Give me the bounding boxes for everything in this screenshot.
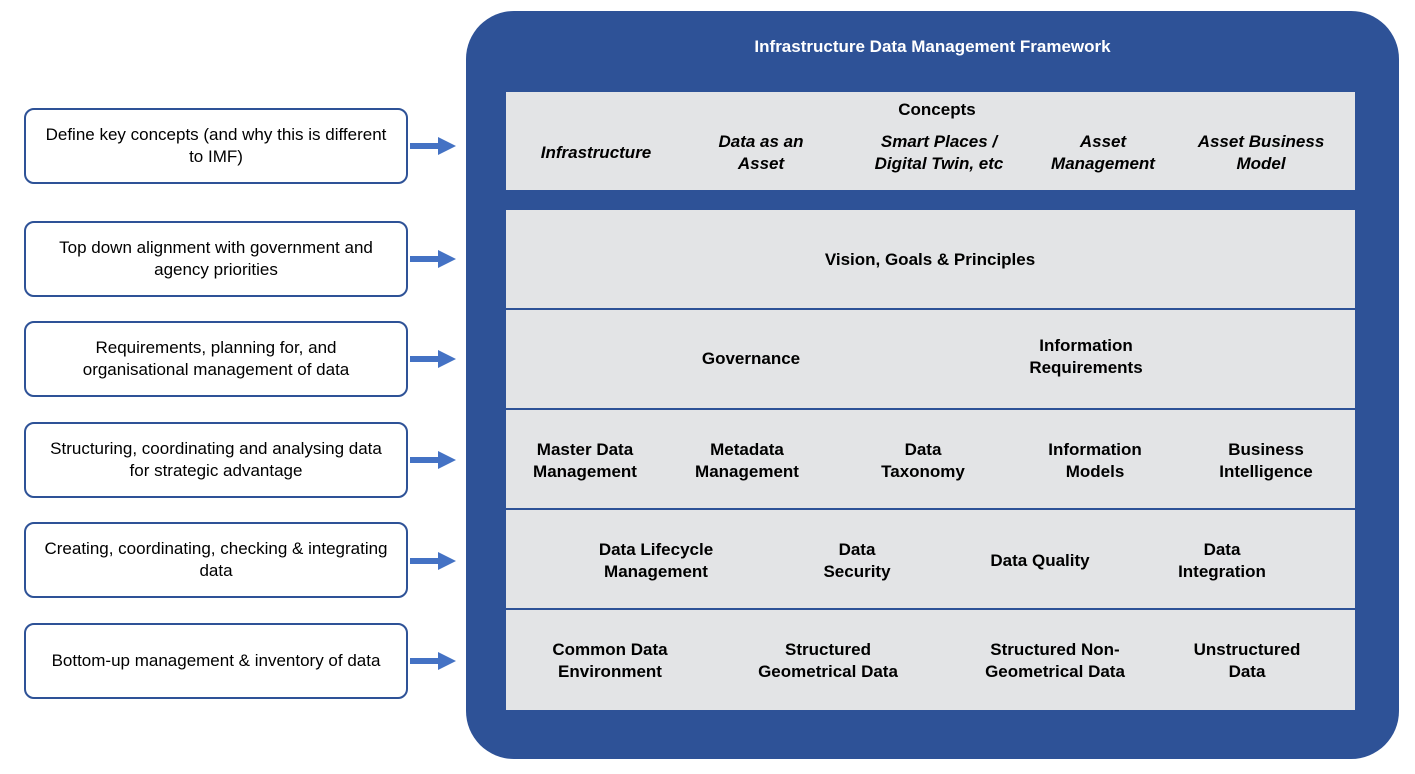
concept-smart-places: Smart Places /Digital Twin, etc [874, 132, 1004, 173]
layers-panel: Vision, Goals & Principles Governance In… [506, 210, 1355, 710]
descriptor-text: Define key concepts (and why this is dif… [45, 125, 387, 166]
governance: Governance [701, 349, 801, 368]
descriptor-text: Bottom-up management & inventory of data [51, 651, 381, 670]
arrow-right-icon [410, 451, 456, 469]
arrow-right-icon [410, 552, 456, 570]
arrow-right-icon [410, 137, 456, 155]
structured-non-geometrical-data: Structured Non-Geometrical Data [985, 640, 1125, 681]
concepts-title: Concepts [898, 100, 976, 119]
layer-vision: Vision, Goals & Principles [506, 210, 1355, 310]
data-quality: Data Quality [990, 551, 1090, 570]
descriptor-text: Structuring, coordinating and analysing … [50, 439, 382, 480]
framework-title: Infrastructure Data Management Framework [754, 37, 1111, 56]
descriptor-box-top-down: Top down alignment with government and a… [24, 221, 408, 297]
descriptor-text: Top down alignment with government and a… [59, 238, 373, 279]
vision-goals-principles: Vision, Goals & Principles [824, 250, 1036, 269]
arrow-right-icon [410, 350, 456, 368]
descriptor-box-bottom-up: Bottom-up management & inventory of data [24, 623, 408, 699]
descriptor-text: Requirements, planning for, and organisa… [82, 338, 350, 379]
descriptor-box-concepts: Define key concepts (and why this is dif… [24, 108, 408, 184]
descriptor-box-structuring: Structuring, coordinating and analysing … [24, 422, 408, 498]
descriptor-box-requirements: Requirements, planning for, and organisa… [24, 321, 408, 397]
concept-infrastructure: Infrastructure [540, 143, 652, 162]
arrow-right-icon [410, 652, 456, 670]
descriptor-box-creating: Creating, coordinating, checking & integ… [24, 522, 408, 598]
descriptor-text: Creating, coordinating, checking & integ… [44, 539, 388, 580]
arrow-right-icon [410, 250, 456, 268]
